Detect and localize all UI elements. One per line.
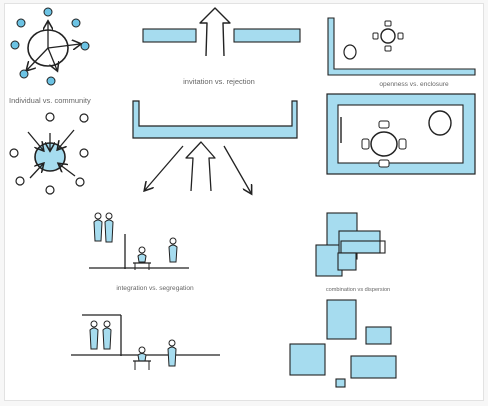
- caption-combination-dispersion: combination vs dispersion: [325, 287, 391, 293]
- dispersion-diagram: [289, 299, 397, 388]
- diagram-canvas: Individual vs. community invitation vs. …: [4, 3, 484, 401]
- segregation-diagram: [71, 314, 220, 370]
- caption-invitation-rejection: invitation vs. rejection: [183, 77, 255, 86]
- community-diagram: [9, 112, 89, 195]
- enclosure-diagram: [326, 93, 476, 175]
- openness-diagram: [327, 17, 476, 76]
- caption-integration-segregation: integration vs. segregation: [116, 285, 194, 292]
- individual-diagram: [10, 7, 90, 86]
- caption-openness-enclosure: openness vs. enclosure: [379, 81, 449, 88]
- caption-individual-community: Individual vs. community: [9, 96, 91, 105]
- invitation-diagram: [132, 100, 298, 193]
- rejection-diagram: [142, 7, 301, 57]
- sketch-layer: [9, 7, 476, 388]
- integration-diagram: [89, 212, 189, 270]
- combination-diagram: [315, 212, 386, 277]
